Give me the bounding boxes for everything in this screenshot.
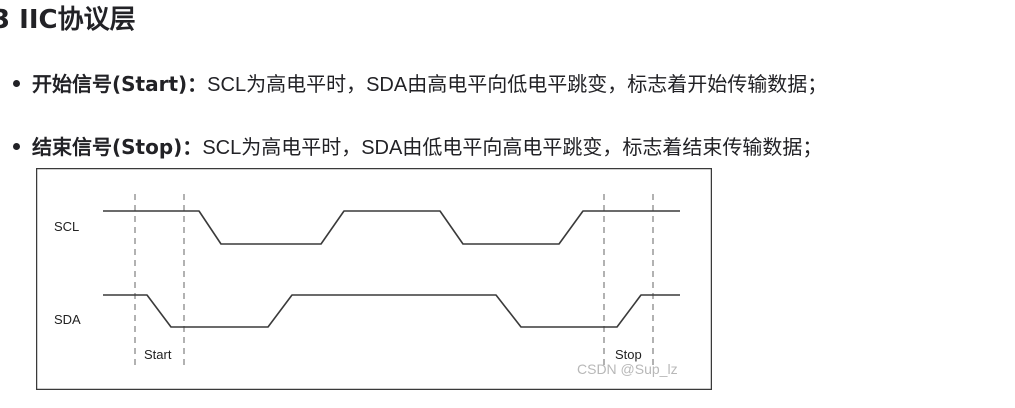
scl-label: SCL — [54, 219, 79, 234]
bullet-dot-icon — [13, 143, 20, 150]
timing-diagram-svg: SCL SDA Start Stop CSDN @Sup_lz — [36, 168, 712, 390]
list-item-stop-signal: 结束信号(Stop)：SCL为高电平时，SDA由低电平向高电平跳变，标志着结束传… — [13, 133, 822, 161]
sda-label: SDA — [54, 312, 81, 327]
sda-waveform — [103, 294, 680, 328]
stop-event-label: Stop — [615, 347, 642, 362]
start-event-label: Start — [144, 347, 172, 362]
start-signal-description: SCL为高电平时，SDA由高电平向低电平跳变，标志着开始传输数据； — [207, 74, 828, 96]
start-signal-term: 开始信号(Start)： — [32, 72, 208, 96]
section-heading: 3 IIC协议层 — [0, 5, 136, 35]
iic-timing-diagram: SCL SDA Start Stop CSDN @Sup_lz — [36, 168, 712, 390]
stop-signal-description: SCL为高电平时，SDA由低电平向高电平跳变，标志着结束传输数据； — [202, 137, 823, 159]
list-item-start-signal: 开始信号(Start)：SCL为高电平时，SDA由高电平向低电平跳变，标志着开始… — [13, 70, 827, 98]
csdn-watermark: CSDN @Sup_lz — [577, 361, 678, 377]
diagram-frame — [36, 168, 712, 390]
bullet-dot-icon — [13, 80, 20, 87]
stop-signal-term: 结束信号(Stop)： — [32, 135, 203, 159]
scl-waveform — [103, 210, 680, 245]
